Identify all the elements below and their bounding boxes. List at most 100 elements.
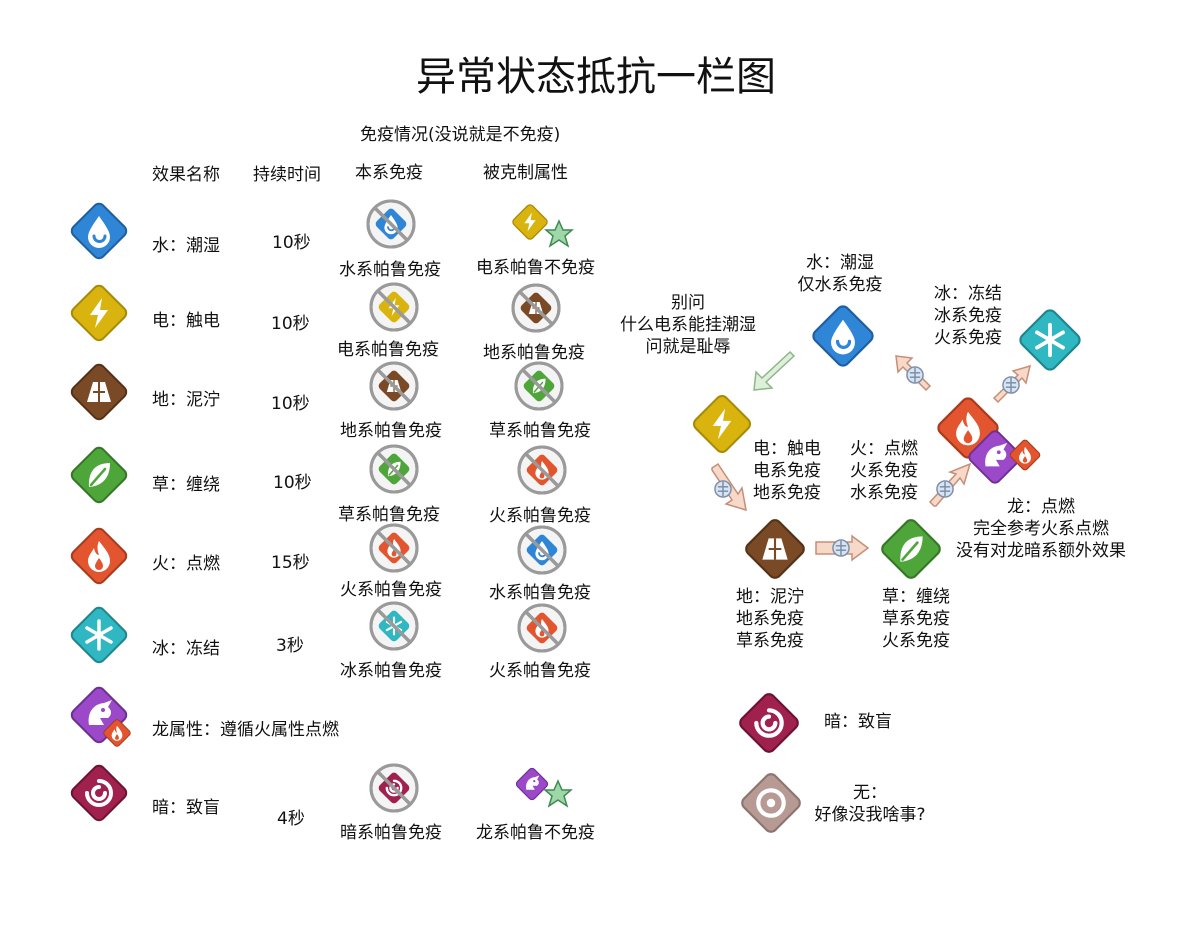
ground-icon [738, 512, 812, 586]
arrow-grass-to-fire [928, 462, 972, 510]
neutral-icon [734, 766, 808, 840]
ground-immune-icon [368, 360, 420, 412]
ice-immune-icon [368, 600, 420, 652]
water-note: 水：潮湿 仅水系免疫 [780, 252, 900, 296]
fire-note-line: 水系免疫 [850, 483, 918, 503]
ground-note-line: 草系免疫 [736, 631, 804, 651]
electric-immune-icon [368, 281, 420, 333]
self-immune-text: 水系帕鲁免疫 [339, 260, 441, 280]
page-title: 异常状态抵抗一栏图 [416, 54, 776, 100]
countered-text: 草系帕鲁免疫 [489, 421, 591, 441]
joke-line: 问就是耻辱 [645, 337, 731, 357]
fire-immune-icon [516, 602, 568, 654]
countered-text: 火系帕鲁免疫 [489, 661, 591, 681]
ground-immune-icon [510, 282, 562, 334]
self-immune-text: 地系帕鲁免疫 [340, 421, 442, 441]
ice-note: 冰：冻结 冰系免疫 火系免疫 [918, 283, 1018, 349]
water-note-line: 仅水系免疫 [797, 275, 883, 295]
self-immune-text: 冰系帕鲁免疫 [340, 661, 442, 681]
electric-icon [64, 278, 134, 348]
ground-note-line: 地：泥泞 [736, 587, 804, 607]
dark-immune-icon [368, 762, 420, 814]
water-immune-icon [365, 198, 417, 250]
grass-note-line: 草系免疫 [882, 609, 950, 629]
ice-note-line: 冰：冻结 [934, 284, 1002, 304]
arrow-fire-to-water [892, 352, 936, 396]
duration-value: 15秒 [271, 553, 310, 573]
electric-note-line: 电：触电 [753, 439, 821, 459]
neutral-note-line: 无： [853, 783, 887, 803]
neutral-note: 无： 好像没我啥事? [806, 782, 934, 826]
countered-text: 电系帕鲁不免疫 [476, 258, 595, 278]
fire-immune-icon [368, 522, 420, 574]
ice-note-line: 冰系免疫 [934, 306, 1002, 326]
dark-note: 暗：致盲 [824, 712, 892, 732]
self-immune-text: 暗系帕鲁免疫 [340, 823, 442, 843]
grass-immune-icon [368, 443, 420, 495]
grass-note-line: 火系免疫 [882, 631, 950, 651]
water-immune-icon [516, 524, 568, 576]
countered-text: 地系帕鲁免疫 [483, 343, 585, 363]
joke-note: 别问 什么电系能挂潮湿 问就是耻辱 [612, 292, 764, 358]
dragon-note-line: 龙：点燃 [1007, 497, 1075, 517]
fire-immune-icon [516, 444, 568, 496]
grass-icon [64, 440, 134, 510]
ice-note-line: 火系免疫 [934, 328, 1002, 348]
joke-line: 别问 [671, 293, 705, 313]
effect-name: 水：潮湿 [152, 236, 220, 256]
effect-name: 暗：致盲 [152, 798, 220, 818]
dark-icon [732, 686, 806, 760]
header-countered: 被克制属性 [483, 163, 568, 183]
effect-name: 电：触电 [152, 311, 220, 331]
effect-name: 龙属性：遵循火属性点燃 [152, 720, 339, 740]
arrow-ground-to-grass [814, 534, 870, 562]
star-icon [544, 219, 574, 249]
fire-note-line: 火：点燃 [850, 439, 918, 459]
self-immune-text: 火系帕鲁免疫 [340, 580, 442, 600]
duration-value: 10秒 [272, 233, 311, 253]
electric-note: 电：触电 电系免疫 地系免疫 [746, 438, 828, 504]
electric-note-line: 电系免疫 [753, 461, 821, 481]
fire-icon [100, 716, 134, 750]
effect-name: 地：泥泞 [152, 390, 220, 410]
star-icon [543, 779, 573, 809]
water-icon [805, 298, 881, 374]
ground-note-line: 地系免疫 [736, 609, 804, 629]
countered-text: 水系帕鲁免疫 [489, 583, 591, 603]
grass-note-line: 草：缠绕 [882, 587, 950, 607]
duration-value: 3秒 [276, 636, 304, 656]
header-self-immune: 本系免疫 [355, 163, 423, 183]
grass-icon [874, 512, 948, 586]
effect-name: 冰：冻结 [152, 639, 220, 659]
fire-note: 火：点燃 火系免疫 水系免疫 [842, 438, 926, 504]
effect-name: 草：缠绕 [152, 475, 220, 495]
neutral-note-line: 好像没我啥事? [814, 805, 926, 825]
header-duration: 持续时间 [253, 165, 321, 185]
joke-line: 什么电系能挂潮湿 [620, 315, 756, 335]
electric-note-line: 地系免疫 [753, 483, 821, 503]
duration-value: 10秒 [271, 394, 310, 414]
countered-text: 龙系帕鲁不免疫 [476, 823, 595, 843]
fire-note-line: 火系免疫 [850, 461, 918, 481]
header-effect: 效果名称 [152, 165, 220, 185]
self-immune-text: 电系帕鲁免疫 [337, 340, 439, 360]
dragon-note: 龙：点燃 完全参考火系点燃 没有对龙暗系额外效果 [938, 496, 1144, 562]
water-icon [64, 196, 134, 266]
grass-note: 草：缠绕 草系免疫 火系免疫 [874, 586, 958, 652]
duration-value: 4秒 [277, 809, 305, 829]
effect-name: 火：点燃 [152, 554, 220, 574]
duration-value: 10秒 [271, 314, 310, 334]
dragon-note-line: 完全参考火系点燃 [973, 519, 1109, 539]
ice-icon [64, 600, 134, 670]
immunity-header: 免疫情况(没说就是不免疫) [360, 125, 561, 145]
duration-value: 10秒 [273, 473, 312, 493]
ground-icon [64, 357, 134, 427]
arrow-electric-to-ground [706, 462, 750, 512]
dragon-note-line: 没有对龙暗系额外效果 [956, 541, 1126, 561]
fire-icon [64, 521, 134, 591]
dark-icon [64, 758, 134, 828]
arrow-water-to-electric [750, 350, 798, 394]
water-note-line: 水：潮湿 [806, 253, 874, 273]
self-immune-text: 草系帕鲁免疫 [338, 505, 440, 525]
arrow-ice-to-fire [990, 362, 1034, 406]
